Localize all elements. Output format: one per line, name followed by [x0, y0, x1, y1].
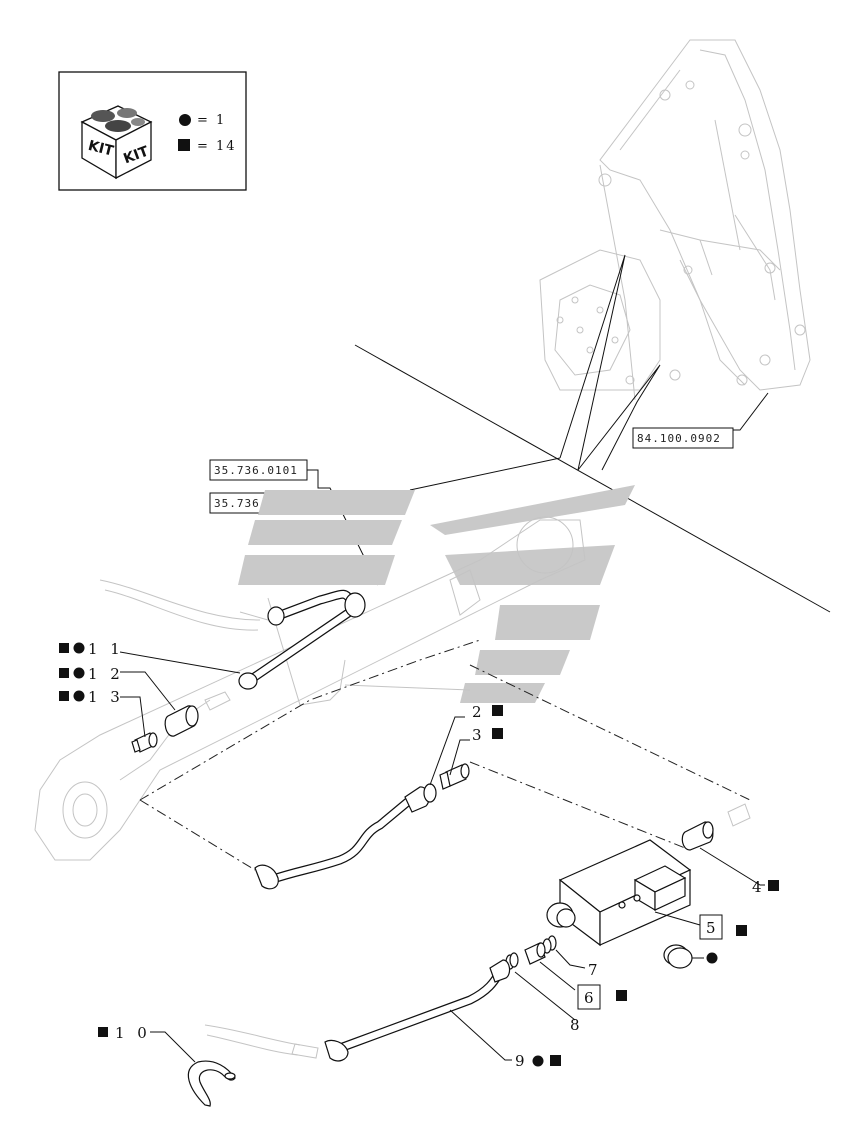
callout-13-number: 1 3 — [88, 688, 124, 706]
callout-7: 7 — [588, 961, 602, 979]
pointer-outline — [559, 254, 661, 471]
ref-box-backhoe: 84.100.0902 — [632, 427, 734, 449]
kit-legend: KIT KIT = 1 = 14 — [58, 71, 247, 191]
callout-13: 1 3 — [59, 688, 124, 706]
callout-11-number: 1 1 — [88, 640, 124, 658]
section-line — [354, 344, 831, 613]
callout-4-number: 4 — [752, 878, 766, 896]
part-3-adapter — [439, 763, 470, 790]
backhoe-assembly — [539, 39, 811, 401]
callout-2: 2 — [472, 703, 503, 721]
callout-11: 1 1 — [59, 640, 124, 658]
callout-5-number: 5 — [706, 919, 720, 937]
callout-10: 1 0 — [98, 1024, 151, 1042]
seal-circle-icon — [706, 952, 718, 964]
callout-2-number: 2 — [472, 703, 486, 721]
callout-12: 1 2 — [59, 665, 124, 683]
ref-box-1: 35.736.0101 — [209, 459, 308, 481]
callout-9-number: 9 — [515, 1052, 529, 1070]
circle-quantity: = 1 — [197, 113, 226, 128]
kit-box-icon: KIT KIT — [80, 105, 153, 180]
part-2-hose — [254, 783, 437, 890]
callout-4: 4 — [752, 878, 779, 896]
part-4-fitting — [681, 803, 751, 851]
part-11-pipe — [238, 589, 366, 690]
kit-text-left: KIT — [86, 138, 115, 160]
seal-ring — [663, 944, 693, 969]
part-6-adapter — [524, 942, 546, 965]
callout-12-number: 1 2 — [88, 665, 124, 683]
callout-3-number: 3 — [472, 726, 486, 744]
square-icon — [178, 139, 190, 151]
callout-8-number: 8 — [570, 1016, 584, 1034]
part-12-sleeve — [164, 691, 231, 737]
callout-6-number: 6 — [584, 989, 598, 1007]
callout-8: 8 — [570, 1016, 584, 1034]
valve-block — [546, 839, 692, 947]
part-13-adapter — [131, 732, 158, 753]
circle-icon — [179, 114, 191, 126]
callout-10-number: 1 0 — [115, 1024, 151, 1042]
ref-1-label: 35.736.0101 — [214, 464, 298, 477]
callout-5: 5 — [699, 914, 747, 940]
callout-6: 6 — [577, 984, 627, 1010]
callout-7-number: 7 — [588, 961, 602, 979]
part-9-hose — [204, 959, 511, 1062]
part-10-clamp — [187, 1060, 236, 1107]
pointer-arrows — [238, 485, 635, 706]
part-8-washer — [505, 952, 519, 970]
callout-3: 3 — [472, 726, 503, 744]
callout-9: 9 — [515, 1052, 561, 1070]
square-quantity: = 14 — [197, 139, 237, 154]
ref-backhoe-label: 84.100.0902 — [637, 432, 721, 445]
